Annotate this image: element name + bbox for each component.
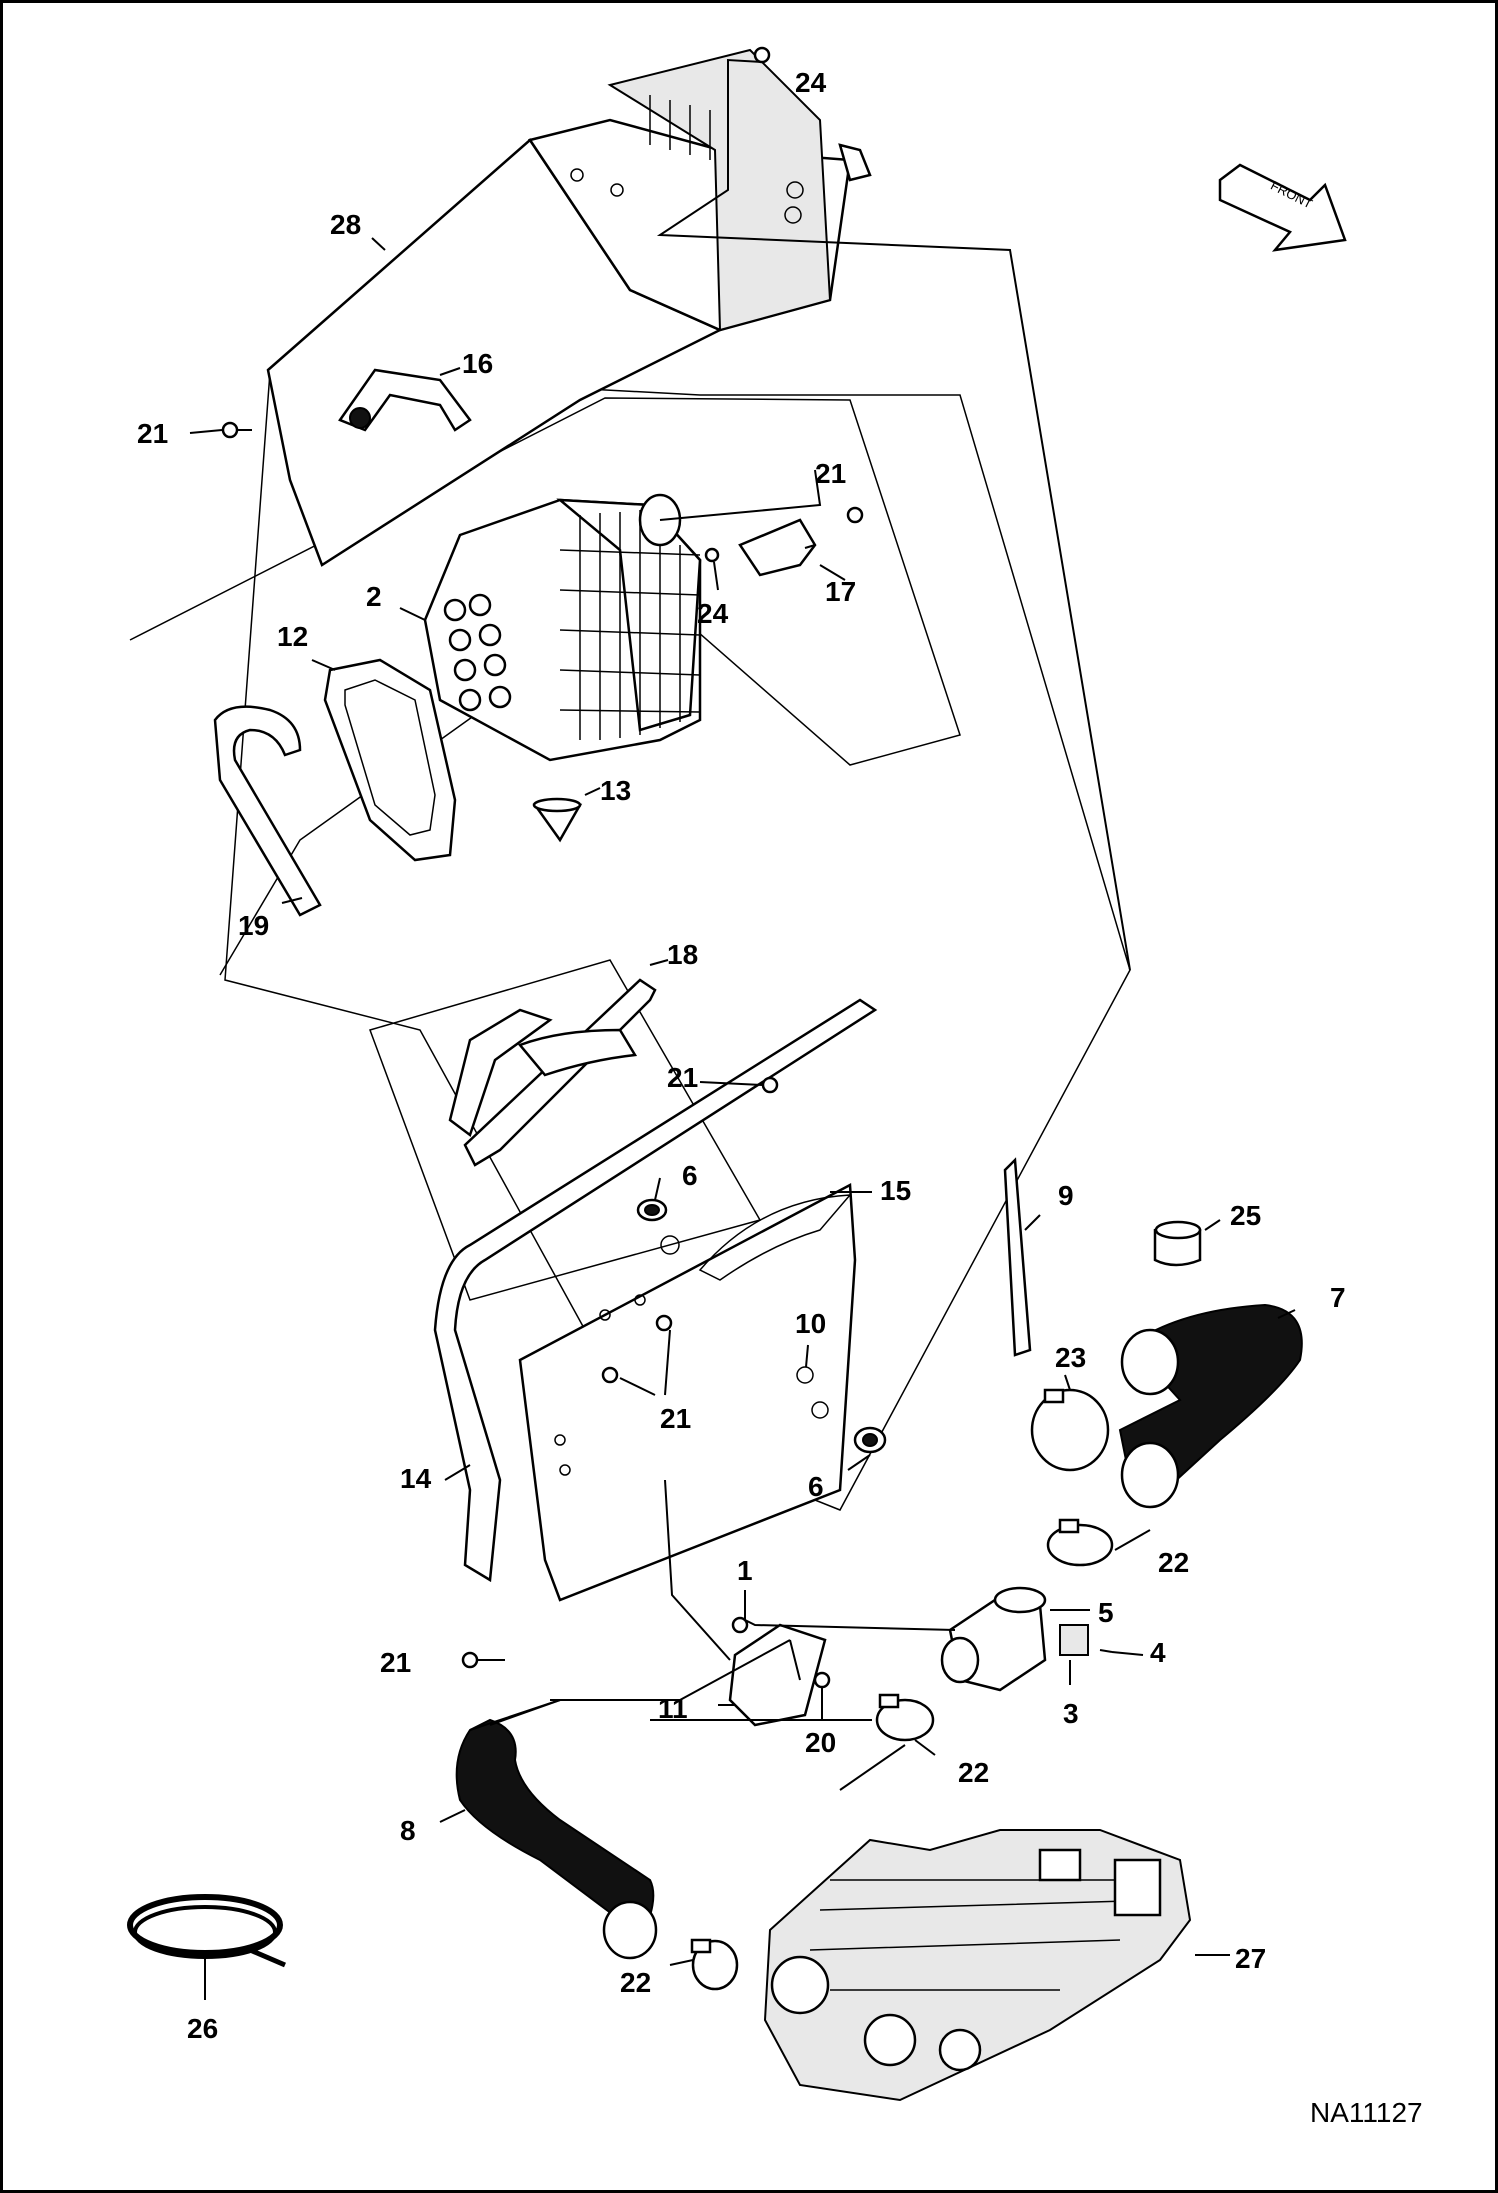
callout-25: 25 [1230, 1200, 1261, 1231]
part-14-long-seal [433, 998, 878, 1583]
callout-8: 8 [400, 1815, 416, 1846]
callout-16: 16 [462, 348, 493, 379]
part-6-grommet-a [636, 1198, 668, 1222]
leader-lines [189, 58, 1296, 2000]
callout-17: 17 [825, 576, 856, 607]
drawing-id: NA11127 [1310, 2097, 1423, 2128]
group-outline-main [224, 371, 1131, 1511]
callout-21-left: 21 [137, 418, 168, 449]
callout-27: 27 [1235, 1943, 1266, 1974]
part-6-grommet-b [853, 1426, 887, 1454]
part-24-nut-a [753, 46, 771, 64]
front-direction-arrow: FRONT [1218, 163, 1347, 252]
group-outline-panel [369, 959, 762, 1301]
part-22-clamp-b [875, 1693, 935, 1742]
callout-1: 1 [737, 1555, 753, 1586]
part-3-sensor [1059, 1624, 1089, 1656]
callout-22-bottom: 22 [620, 1967, 651, 1998]
callout-19: 19 [238, 910, 269, 941]
cleaner-end-cap-holes [443, 593, 512, 712]
callout-5: 5 [1098, 1597, 1114, 1628]
callout-3: 3 [1063, 1698, 1079, 1729]
part-27-engine [763, 1829, 1192, 2102]
part-7-hose [1118, 1303, 1303, 1509]
part-20-nut [813, 1671, 831, 1689]
callout-6-lower: 6 [808, 1471, 824, 1502]
part-21-bolt-b [846, 506, 864, 524]
callout-24-top: 24 [795, 67, 827, 98]
part-23-clamp [1030, 1388, 1110, 1472]
callout-15: 15 [880, 1175, 911, 1206]
callout-26: 26 [187, 2013, 218, 2044]
callout-21-bottom: 21 [380, 1647, 411, 1678]
part-22-clamp-a [1046, 1518, 1114, 1567]
part-2-air-cleaner [423, 493, 702, 762]
callout-13: 13 [600, 775, 631, 806]
callout-23: 23 [1055, 1342, 1086, 1373]
part-4-screw [1099, 1649, 1113, 1653]
callout-6-upper: 6 [682, 1160, 698, 1191]
callout-22-right: 22 [1158, 1547, 1189, 1578]
part-21-bolt-a [221, 421, 252, 439]
part-18-gasket [448, 978, 657, 1167]
part-8-intake-hose [455, 1718, 658, 1960]
part-9-strip [1003, 1157, 1032, 1357]
callout-9: 9 [1058, 1180, 1074, 1211]
callout-22-mid: 22 [958, 1757, 989, 1788]
part-28-shroud [266, 48, 872, 567]
part-12-filter-frame [323, 658, 457, 862]
group-outline-cleaner [129, 397, 961, 976]
callout-2: 2 [366, 581, 382, 612]
part-25-cap [1153, 1220, 1202, 1267]
part-24-nut-b [704, 547, 720, 563]
callout-21-upper: 21 [667, 1062, 698, 1093]
part-10-plug [796, 1366, 814, 1384]
callout-20: 20 [805, 1727, 836, 1758]
part-19-seal-strip [213, 705, 322, 917]
callout-10: 10 [795, 1308, 826, 1339]
part-15-panel [518, 1182, 857, 1602]
callout-4: 4 [1150, 1637, 1166, 1668]
part-1-bolt [731, 1616, 749, 1634]
part-16-bracket [338, 368, 472, 432]
callout-labels: 24 28 16 21 21 24 17 2 12 13 19 18 21 6 … [137, 67, 1423, 2128]
callout-21-top: 21 [815, 458, 846, 489]
callout-18: 18 [667, 939, 698, 970]
callout-24-mid: 24 [697, 598, 729, 629]
part-26-coiled-hose [127, 1894, 286, 1968]
callout-14: 14 [400, 1463, 432, 1494]
part-17-mount-bracket [738, 518, 817, 577]
part-21-bolts-panel [461, 1076, 779, 1669]
callout-11: 11 [658, 1693, 688, 1724]
callout-21-mid: 21 [660, 1403, 691, 1434]
part-11-bracket [728, 1623, 827, 1727]
part-13-valve [532, 797, 583, 843]
callout-7: 7 [1330, 1282, 1346, 1313]
part-22-clamp-c [690, 1938, 739, 1991]
callout-12: 12 [277, 621, 308, 652]
callout-28: 28 [330, 209, 361, 240]
part-5-adapter [940, 1586, 1047, 1692]
